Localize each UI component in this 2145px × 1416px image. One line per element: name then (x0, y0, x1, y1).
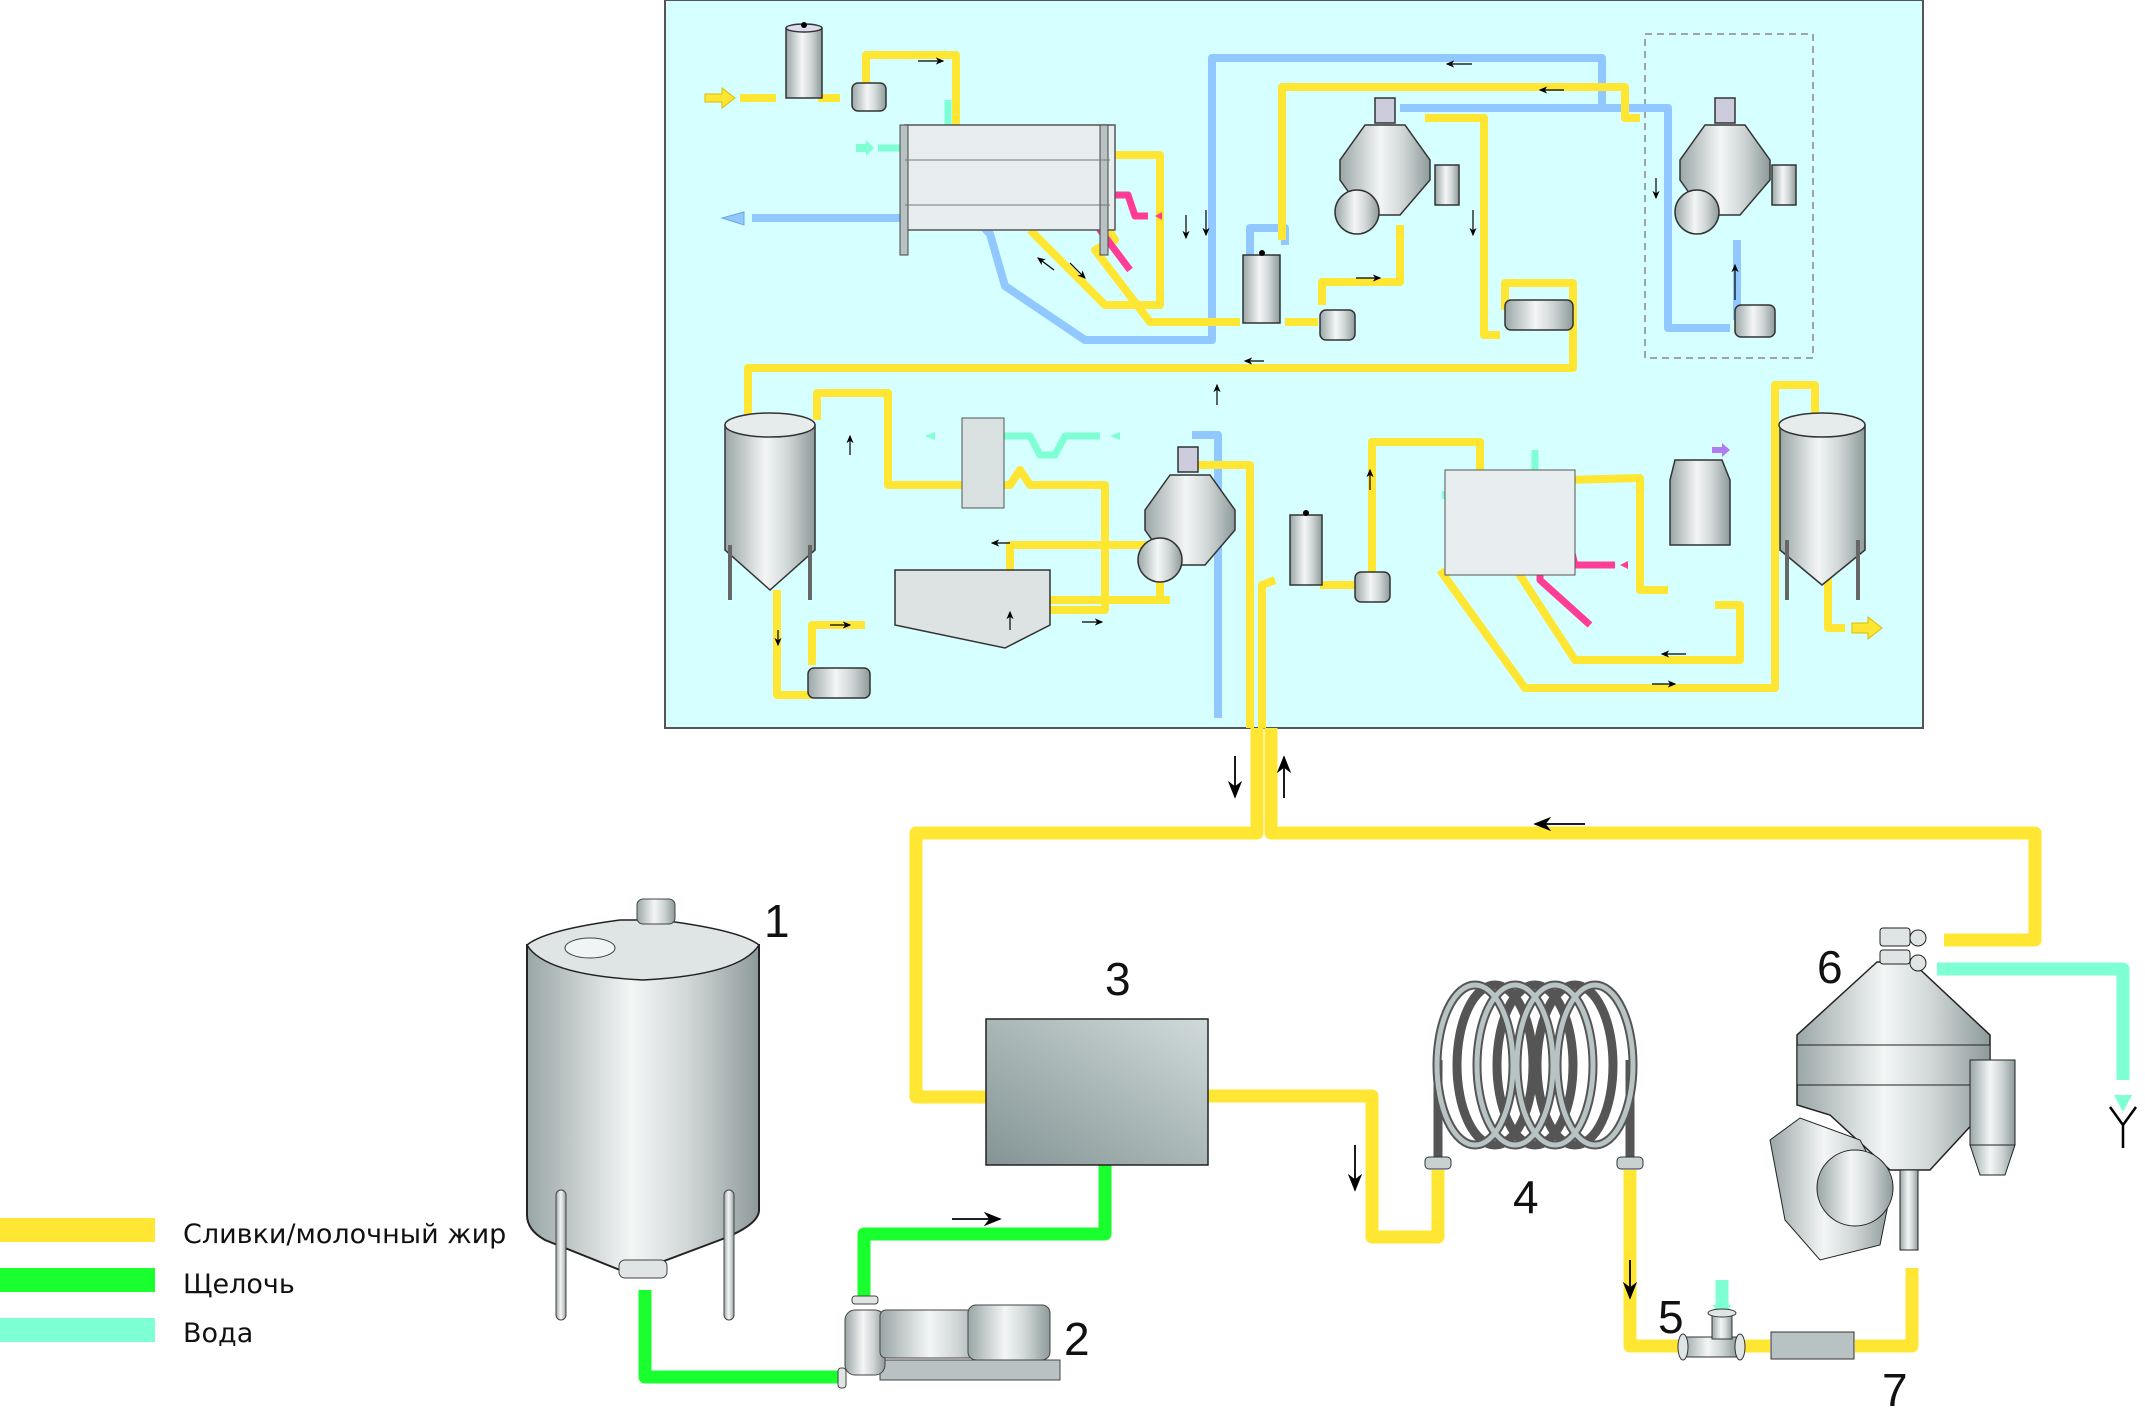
drain-icon (2108, 1106, 2138, 1148)
balance-tank-icon (1242, 250, 1281, 324)
legend-label-water: Вода (183, 1318, 253, 1349)
label-1: 1 (764, 895, 790, 947)
legend-swatch-cream (0, 1218, 155, 1242)
legend: Сливки/молочный жир Щелочь Вода (0, 1218, 506, 1349)
coil-fitting-right (1616, 1156, 1644, 1170)
panel-flow-arrows (774, 57, 1739, 688)
vacuum-deaerator-icon (1669, 459, 1731, 546)
tank-1 (526, 898, 760, 1321)
main-flow-arrows (952, 755, 1638, 1300)
label-2: 2 (1064, 1313, 1090, 1365)
cream-out-arrow (1851, 615, 1883, 641)
label-3: 3 (1105, 953, 1131, 1005)
label-4: 4 (1513, 1171, 1539, 1223)
overview-panel (664, 0, 1924, 729)
panel-equipment (724, 22, 1866, 699)
churn-box-icon (894, 569, 1051, 649)
alkali-pump-to-unit-pipe (857, 1165, 1112, 1297)
pump-icon (1734, 304, 1776, 338)
cream-tube-to-separator-pipe (1855, 1268, 1919, 1353)
ice-water-out-arrow (720, 211, 745, 226)
storage-tank-icon (1778, 412, 1866, 600)
pump-icon (1319, 309, 1356, 341)
water-outlet-arrow (2114, 1095, 2132, 1112)
dashed-group-box (1644, 33, 1814, 359)
injector-5 (1677, 1308, 1746, 1361)
label-6: 6 (1817, 941, 1843, 993)
alkali-tank-outlet-pipe (638, 1290, 845, 1384)
balance-tank-icon (785, 22, 823, 99)
separator-6 (1769, 927, 2016, 1261)
balance-tank-icon (1289, 510, 1323, 586)
component-labels: 1 2 3 4 5 6 7 (764, 895, 1908, 1416)
steam-out-arrow (1712, 443, 1730, 457)
separator-icon (1137, 446, 1236, 583)
pump-icon (1504, 299, 1574, 331)
plate-heat-exchanger-icon (961, 417, 1005, 509)
unit-3-box (985, 1018, 1209, 1166)
label-5: 5 (1658, 1291, 1684, 1343)
pump-icon (851, 82, 887, 112)
legend-label-cream: Сливки/молочный жир (183, 1219, 506, 1250)
legend-label-alkali: Щелочь (183, 1269, 295, 1300)
main-pipes (638, 728, 2130, 1384)
separator-icon (1334, 97, 1460, 235)
plate-heat-exchanger-icon (1444, 469, 1576, 576)
coil-heater-4-inner (1434, 982, 1636, 1148)
cream-to-heater-pipe (1207, 1089, 1445, 1244)
storage-tank-icon (724, 412, 816, 600)
label-7: 7 (1882, 1364, 1908, 1416)
pump-icon (807, 667, 871, 699)
plate-heat-exchanger-icon (899, 124, 1116, 256)
cream-in-arrow (704, 86, 736, 110)
legend-swatch-alkali (0, 1268, 155, 1292)
legend-swatch-water (0, 1318, 155, 1342)
water-out-pipe (1937, 962, 2130, 1080)
cream-heater-out-pipe (1623, 1170, 1680, 1353)
pump-icon (1354, 571, 1391, 603)
cream-supply-pipe (909, 728, 1264, 1104)
separator-icon (1674, 97, 1797, 235)
pump-2 (837, 1295, 1061, 1389)
coil-fitting-left (1424, 1156, 1452, 1170)
panel-hot-water-arrows (1155, 212, 1628, 569)
holding-tube-7 (1770, 1331, 1855, 1360)
cream-return-pipe (1264, 728, 2042, 947)
